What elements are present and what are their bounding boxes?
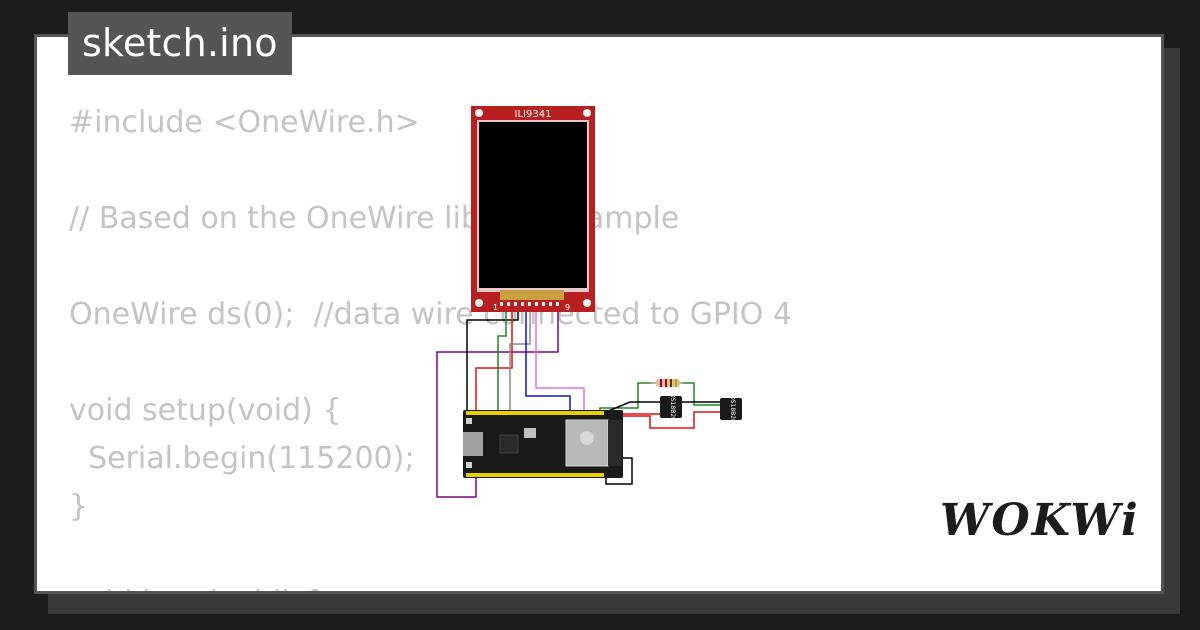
pullup-resistor[interactable] <box>650 379 684 387</box>
ili9341-display[interactable]: ILI9341 1 9 <box>471 106 595 312</box>
wire-sensor-green-2 <box>682 382 720 406</box>
wire-gray <box>509 303 531 412</box>
mount-hole <box>475 299 483 307</box>
esp32-board[interactable] <box>463 410 623 478</box>
ds18b20-sensor-1[interactable]: DS18B20 <box>660 393 682 421</box>
wire-sensor-black <box>605 401 720 413</box>
wire-purple <box>436 303 559 498</box>
code-line: void setup(void) { <box>69 393 342 428</box>
reset-button <box>466 462 472 468</box>
sensor-label: DS18B20 <box>669 393 676 421</box>
wifi-module-logo <box>580 431 594 445</box>
file-tab[interactable]: sketch.ino <box>68 12 292 75</box>
ds18b20-sensor-2[interactable]: DS18B20 <box>720 395 742 423</box>
code-line: Serial.begin(115200); <box>69 441 415 476</box>
sensor-body <box>720 398 742 420</box>
wire-sensor-green <box>599 382 652 412</box>
code-line: #include <OneWire.h> <box>69 105 420 140</box>
led <box>524 428 536 438</box>
chip <box>499 434 519 454</box>
display-flex-cable <box>500 290 564 300</box>
mount-hole <box>583 299 591 307</box>
code-line: OneWire ds(0); //data wire connected to … <box>69 297 793 332</box>
display-pin-end: 9 <box>565 303 570 312</box>
display-screen <box>479 122 587 288</box>
display-pins <box>500 302 559 306</box>
wire-red <box>475 303 513 412</box>
code-line: void loop(void) { <box>69 583 322 591</box>
mount-hole <box>583 109 591 117</box>
usb-port <box>463 432 483 456</box>
wire-violet <box>535 303 585 412</box>
boot-button <box>466 418 472 424</box>
wokwi-logo: WOKWi <box>940 495 1140 546</box>
sensor-body <box>660 396 682 418</box>
display-pin-start: 1 <box>493 303 498 312</box>
antenna <box>608 420 622 466</box>
board-header-pins <box>466 411 604 477</box>
display-label: ILI9341 <box>515 109 552 120</box>
mount-hole <box>475 109 483 117</box>
wire-sensor-red <box>604 411 720 429</box>
preview-card: #include <OneWire.h> // Based on the One… <box>34 34 1164 594</box>
wire-green <box>497 303 507 412</box>
sensor-label: DS18B20 <box>729 395 736 423</box>
wires <box>436 303 720 498</box>
code-line: } <box>69 489 89 524</box>
wire-blue <box>525 303 571 412</box>
